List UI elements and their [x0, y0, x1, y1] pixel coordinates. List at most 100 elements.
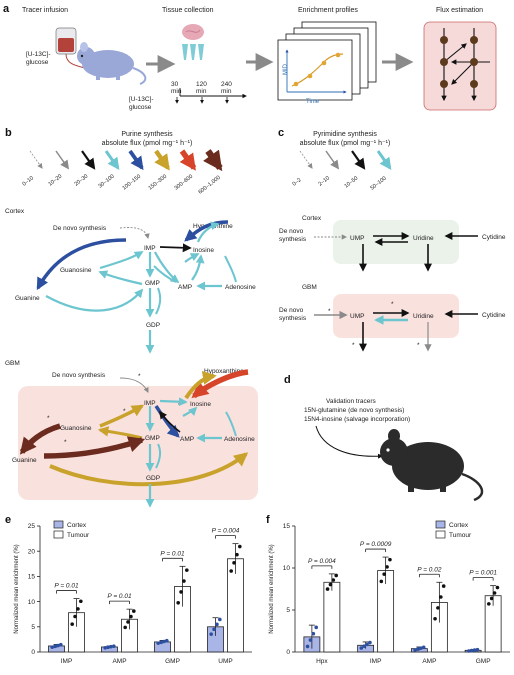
y-tick-label: 20 — [28, 548, 36, 555]
legend-label-cortex-f: Cortex — [449, 522, 469, 529]
data-point — [379, 579, 384, 584]
data-point — [176, 601, 180, 605]
tracer-arrow — [315, 425, 383, 459]
panel-d-label: d — [284, 374, 291, 386]
mouse-icon — [77, 42, 147, 85]
pyr-legend-arrow-3 — [376, 150, 392, 170]
pyr-legend-bin-1: 2–10 — [318, 175, 331, 187]
data-point — [328, 582, 333, 587]
gbm-purine-network: De novo synthesis * IMP Hypoxanthine Ino… — [12, 368, 255, 508]
gbm-gdp: GDP — [146, 475, 160, 482]
data-point — [76, 607, 80, 611]
bar-tumour — [323, 581, 341, 653]
x-tick-label: IMP — [370, 658, 382, 665]
p-value: P = 0.01 — [54, 583, 79, 590]
p-value: P = 0.001 — [469, 570, 497, 577]
legend-bin-6: 300–600 — [174, 174, 195, 192]
glucose-label-line1: [U-13C]- — [129, 96, 154, 103]
legend-label-cortex: Cortex — [67, 522, 87, 529]
data-point — [368, 640, 372, 645]
p-value: P = 0.004 — [212, 528, 240, 535]
pyr-legend-bin-3: 50–100 — [370, 176, 388, 192]
data-point — [182, 579, 186, 583]
x-tick-label: AMP — [422, 658, 436, 665]
gbm-amp: AMP — [180, 436, 194, 443]
gbm-purine-label: GBM — [5, 360, 20, 367]
legend-label-tumour-f: Tumour — [449, 532, 472, 539]
cortex-inosine: Inosine — [193, 247, 214, 254]
data-point — [489, 596, 494, 601]
y-tick-label: 0 — [31, 649, 35, 656]
y-tick-label: 5 — [31, 624, 35, 631]
cortex-pyr-label: Cortex — [302, 215, 322, 222]
cortex-uridine: Uridine — [413, 235, 434, 242]
data-point — [109, 644, 113, 649]
data-point — [229, 569, 233, 573]
pyrimidine-title-line2: absolute flux (pmol mg⁻¹ h⁻¹) — [300, 140, 391, 147]
pyrimidine-title-line1: Pyrimidine synthesis — [313, 131, 377, 138]
y-axis-label: Normalized mean enrichment (%) — [269, 544, 275, 633]
y-axis-label: Normalized mean enrichment (%) — [14, 544, 20, 633]
panel-d: d Validation tracers 15N-glutamine (de n… — [284, 374, 484, 502]
cortex-guanine: Guanine — [15, 295, 40, 302]
gbm-uridine: Uridine — [413, 313, 434, 320]
time-120-unit: min — [196, 88, 207, 95]
cortex-guanosine: Guanosine — [60, 267, 92, 274]
gbm-ump: UMP — [350, 313, 364, 320]
data-point — [421, 645, 426, 650]
data-point — [126, 620, 130, 624]
panel-f-label: f — [266, 514, 270, 526]
gbm-de-novo: De novo synthesis — [52, 372, 106, 379]
data-point — [487, 602, 491, 606]
data-point — [209, 632, 213, 636]
cortex-amp: AMP — [178, 284, 192, 291]
data-point — [112, 644, 116, 648]
data-point — [212, 627, 216, 632]
gbm-pyr-de-novo-1: De novo — [279, 307, 304, 314]
pyr-legend-bin-2: 10–50 — [344, 175, 360, 189]
legend-arrow-1 — [55, 150, 70, 170]
data-point — [365, 642, 369, 647]
data-point — [73, 614, 77, 619]
validation-title: Validation tracers — [326, 398, 376, 405]
gbm-star-3: * — [123, 408, 126, 415]
legend-swatch-cortex-f — [435, 520, 446, 529]
gbm-pyr-star-3: * — [352, 342, 355, 349]
gbm-pyr-star-4: * — [417, 342, 420, 349]
glucose-label-line2: glucose — [129, 104, 152, 111]
cortex-pyr-de-novo-2: synthesis — [279, 236, 307, 243]
x-tick-label: UMP — [218, 658, 232, 665]
mouse-silhouette-icon — [380, 429, 484, 502]
purine-title-line1: Purine synthesis — [121, 131, 173, 138]
enrichment-profile-stack — [277, 21, 377, 101]
data-point — [179, 590, 183, 594]
panel-c-label: c — [278, 127, 284, 139]
cortex-purine-label: Cortex — [5, 208, 25, 215]
data-point — [325, 587, 330, 591]
pyr-legend-arrow-2 — [351, 150, 366, 170]
step-enrichment-profiles: Enrichment profiles — [298, 7, 358, 14]
time-240: 240 — [221, 81, 232, 88]
purine-flux-legend: 0–10 10–20 20–30 30–100 100–150 150–300 … — [22, 149, 223, 196]
flux-network-box — [423, 21, 497, 111]
gbm-star-4: * — [64, 439, 67, 446]
tracer-2: 15N4-inosine (salvage incorporation) — [304, 416, 410, 423]
data-point — [467, 649, 471, 653]
panel-e-label: e — [5, 514, 11, 526]
p-value: P = 0.01 — [160, 550, 185, 557]
panel-a: a Tracer infusion Tissue collection Enri… — [3, 3, 497, 111]
time-30-unit: min — [171, 88, 182, 95]
data-point — [359, 646, 364, 650]
pyr-legend-arrow-1 — [325, 150, 340, 170]
data-point — [385, 565, 389, 569]
data-point — [305, 644, 310, 649]
legend-label-tumour: Tumour — [67, 532, 90, 539]
data-point — [314, 625, 318, 630]
y-tick-label: 10 — [28, 599, 36, 606]
time-30: 30 — [171, 81, 179, 88]
legend-arrow-4 — [128, 149, 144, 171]
gbm-pyr-de-novo-2: synthesis — [279, 315, 307, 322]
x-tick-label: GMP — [476, 658, 491, 665]
